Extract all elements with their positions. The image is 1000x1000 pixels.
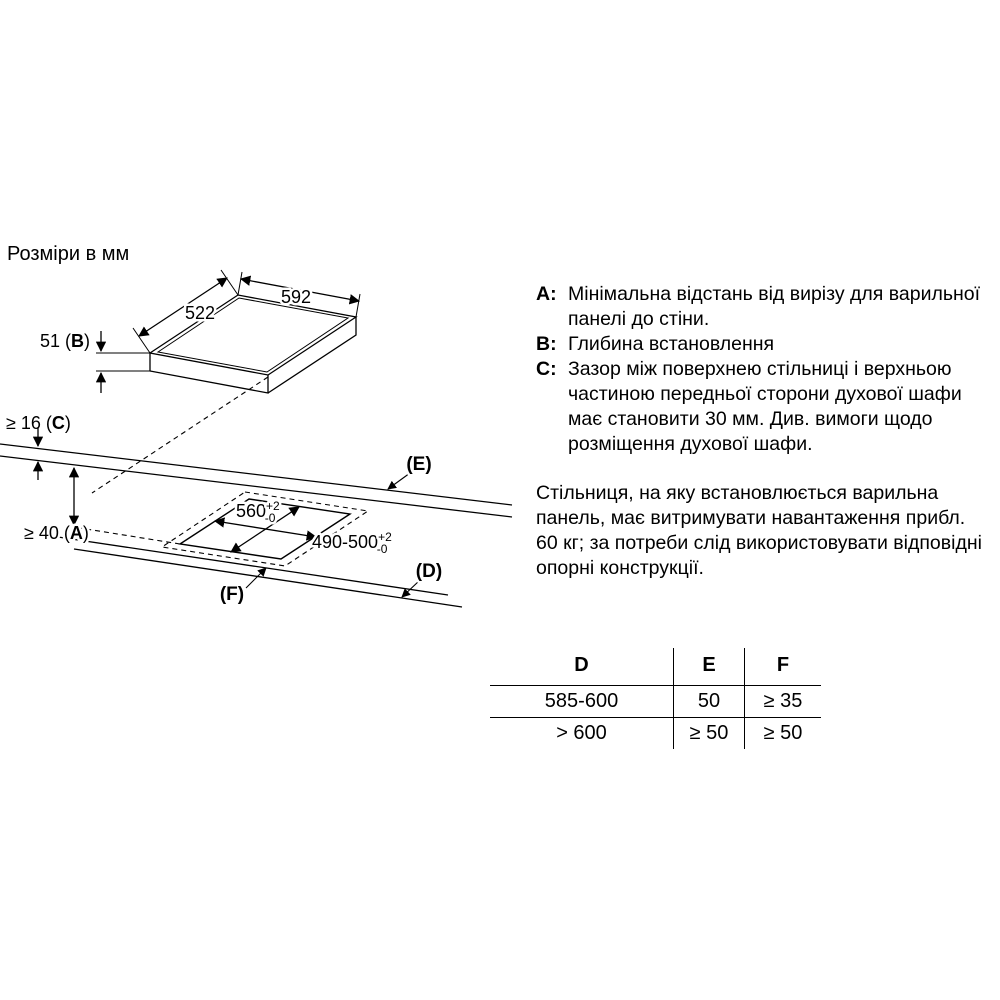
- cutout-depth-label: 490-500+2-0: [312, 530, 392, 556]
- worktop-load-note: Стільниця, на яку встановлюється варильн…: [536, 482, 982, 579]
- label-f: (F): [220, 584, 244, 605]
- dim-51-extension-lines: [96, 352, 150, 372]
- page-title: Розміри в мм: [7, 243, 130, 265]
- dim-592-label: 592: [281, 287, 311, 307]
- definition-b-text: Глибина встановлення: [568, 333, 775, 355]
- definition-c-key: C:: [536, 358, 557, 380]
- dim-522-arrow: [138, 277, 228, 337]
- definition-b: B: Глибина встановлення: [536, 332, 988, 357]
- hob-side-faces: [149, 317, 357, 394]
- worktop-front-edge-line-2: [73, 548, 463, 608]
- worktop-back-edge-line-1: [0, 443, 513, 506]
- definition-b-key: B:: [536, 333, 557, 355]
- hob-top-face: [148, 294, 358, 376]
- label-e: (E): [406, 454, 431, 475]
- table-header-e: E: [673, 648, 745, 686]
- label-d-leader: [401, 580, 420, 598]
- table-header-f: F: [745, 648, 821, 686]
- cutout-width-label: 560+2-0: [236, 499, 280, 525]
- dim-51-label: 51 (B): [40, 331, 90, 351]
- definition-c: C: Зазор між поверхнею стільниці і верхн…: [536, 357, 988, 457]
- hob-projection-dashed-line: [91, 376, 269, 494]
- worktop-front-edge-line-1: [57, 536, 449, 596]
- definition-c-text: Зазор між поверхнею стільниці і верхньою…: [568, 358, 962, 455]
- hob-footprint-dashed-outline: [160, 491, 370, 567]
- definition-a-text: Мінімальна відстань від вирізу для варил…: [568, 283, 981, 330]
- label-f-leader: [245, 567, 267, 589]
- definition-a-key: A:: [536, 283, 557, 305]
- table-cell-e1: 50: [673, 686, 745, 718]
- label-d: (D): [416, 561, 442, 582]
- dim-592-arrow: [239, 275, 361, 305]
- table-cell-f1: ≥ 35: [745, 686, 821, 718]
- table-cell-f2: ≥ 50: [763, 722, 803, 744]
- dim-16-label: ≥ 16 (C): [6, 413, 71, 433]
- table-cell-d1: 585-600: [490, 686, 673, 718]
- table-cell-e2: ≥ 50: [673, 718, 745, 749]
- cutout-dashed-extension: [79, 527, 181, 545]
- table-cell-d2: > 600: [556, 722, 607, 744]
- dim-522-label: 522: [185, 303, 215, 323]
- text-column: A: Мінімальна відстань від вирізу для ва…: [536, 282, 988, 581]
- worktop-back-edge-line-2: [0, 455, 513, 518]
- label-e-leader: [387, 472, 411, 490]
- worktop-cutout-outline: [178, 498, 352, 560]
- definition-a: A: Мінімальна відстань від вирізу для ва…: [536, 282, 988, 332]
- installation-diagram: 522 592 51 (B) ≥ 16 (C) ≥ 40 (A) 560+2-0…: [0, 269, 513, 608]
- table-header-d: D: [490, 648, 673, 686]
- dim-40-label: ≥ 40 (A): [24, 523, 89, 543]
- dim-522-extension-lines: [132, 269, 239, 354]
- dim-490-arrow: [230, 506, 300, 553]
- clearance-table: D E F 585-600 50 ≥ 35 > 600 ≥ 50 ≥ 50: [490, 648, 821, 749]
